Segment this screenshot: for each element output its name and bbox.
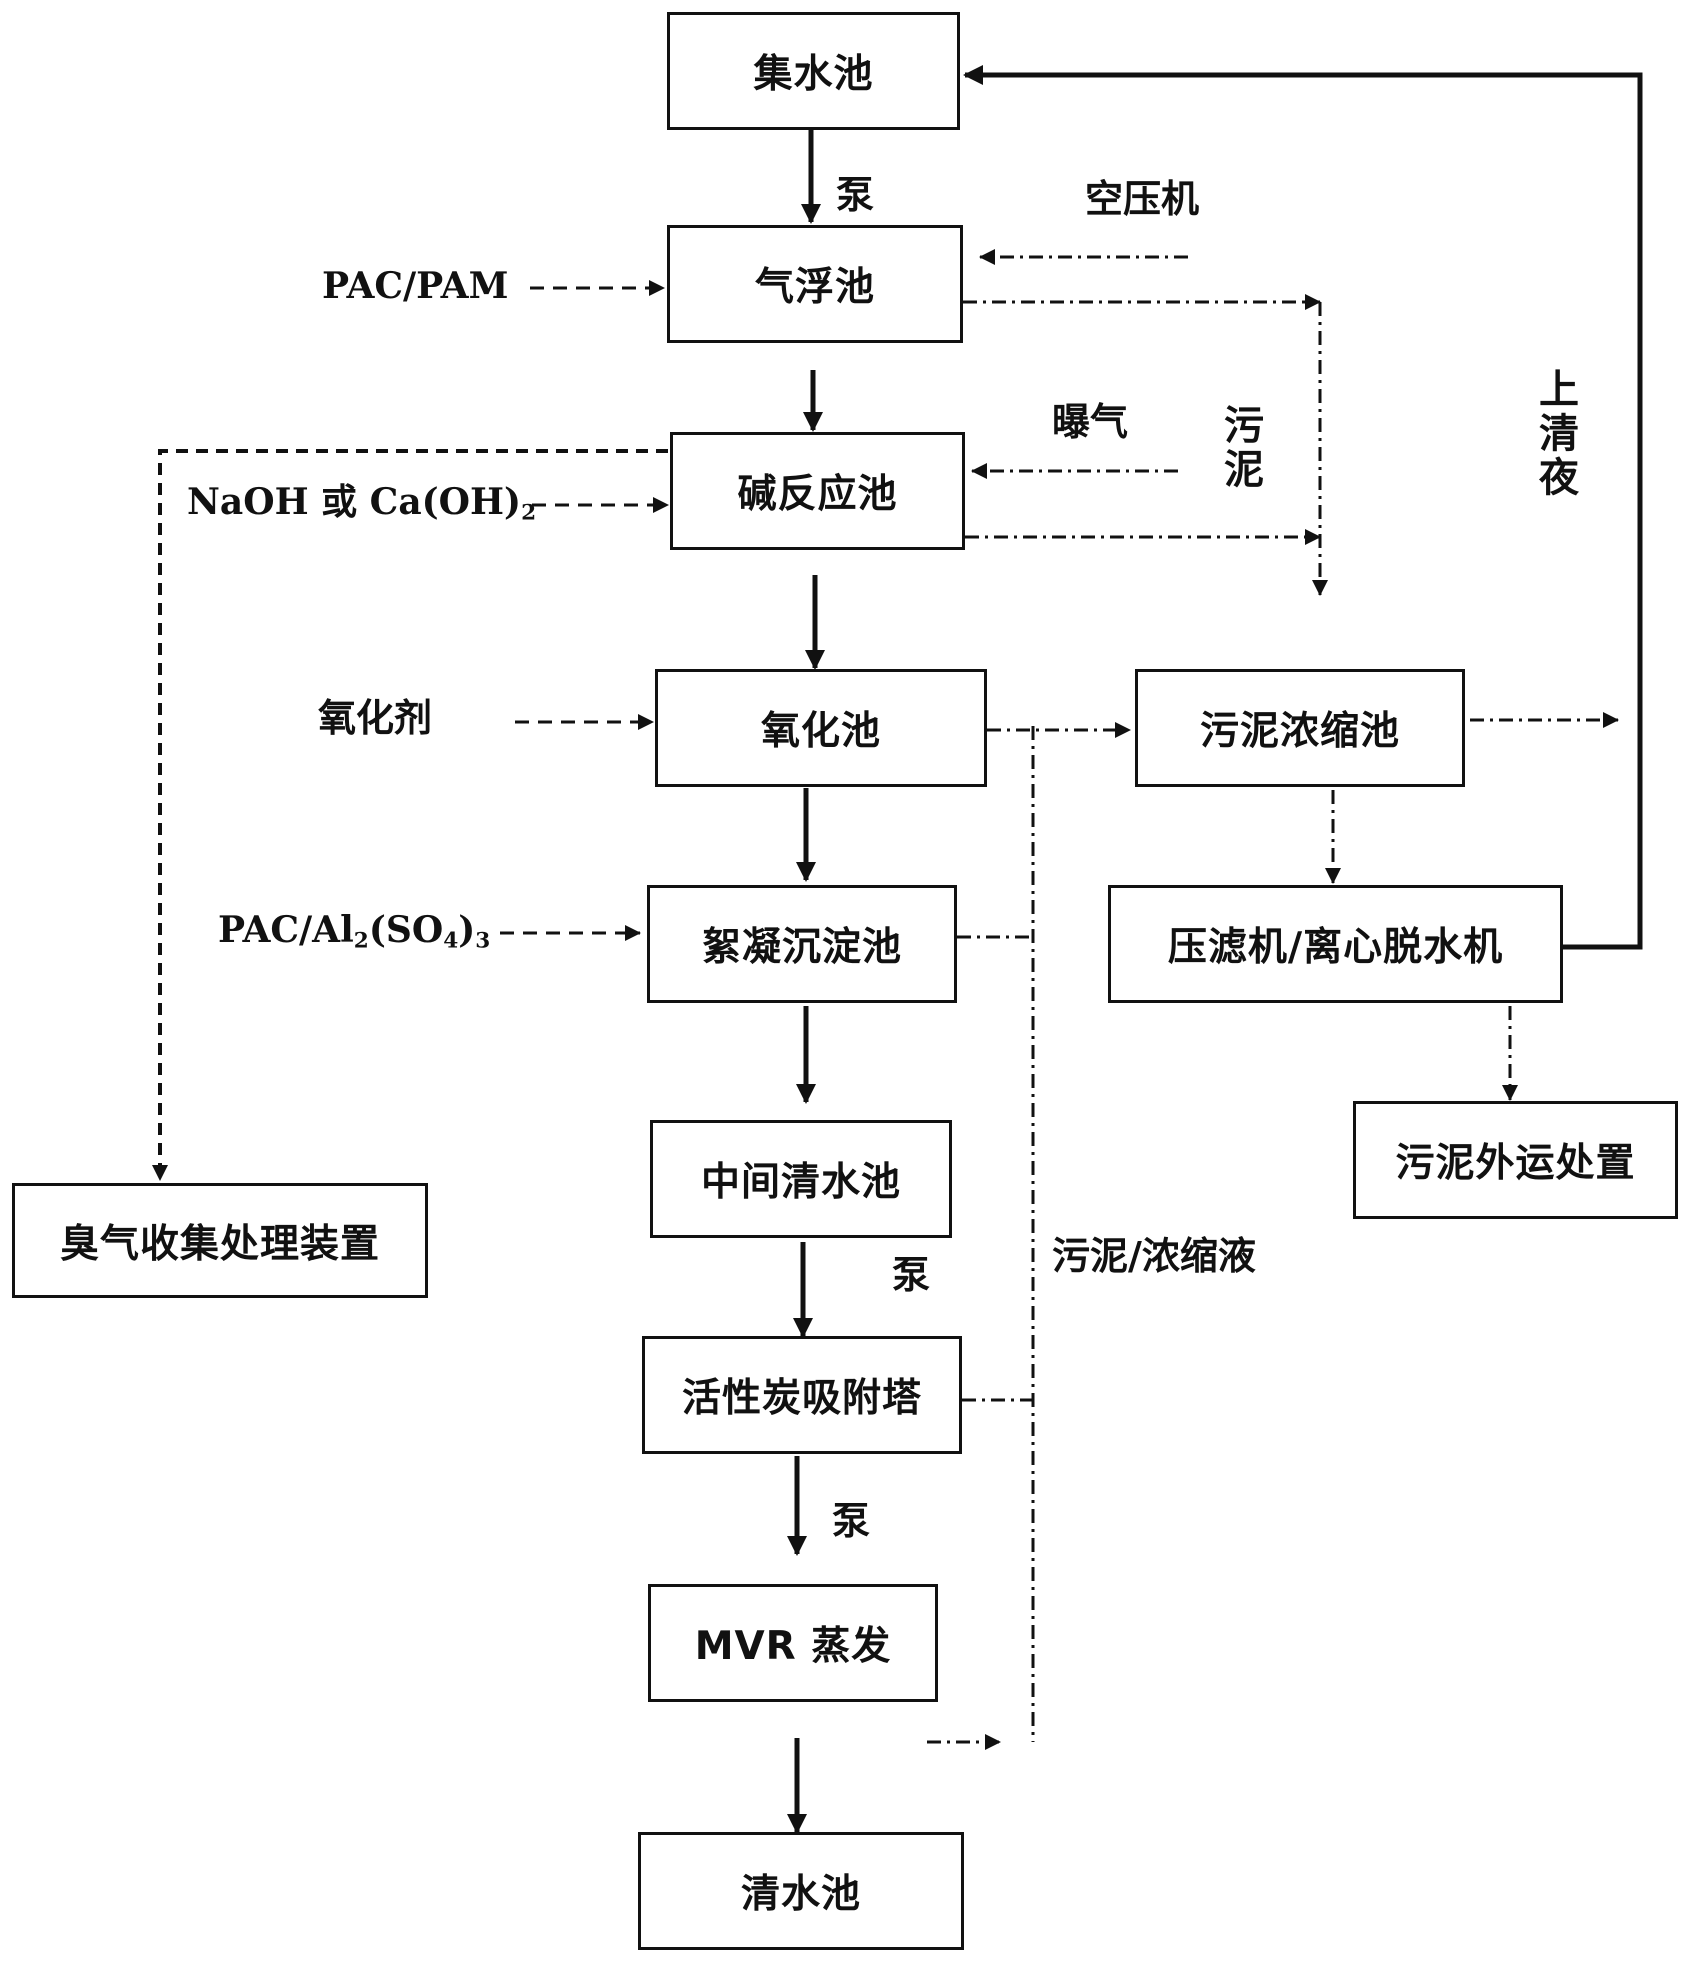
- aeration-label: 曝气: [1052, 400, 1129, 444]
- pac-al-sub-1: 2: [353, 928, 369, 954]
- odor-device-box: 臭气收集处理装置: [12, 1183, 428, 1298]
- pac-al-text-1: PAC/Al: [218, 909, 354, 951]
- mvr-evaporation-label: MVR 蒸发: [694, 1624, 892, 1669]
- clear-water-tank-box: 清水池: [638, 1832, 964, 1950]
- sludge-vertical-char-1: 污: [1224, 403, 1264, 449]
- alkali-reaction-tank-box: 碱反应池: [670, 432, 965, 550]
- pac-pam-label: PAC/PAM: [322, 265, 509, 307]
- reagent-feed-arrows: [500, 280, 669, 941]
- sludge-flow-lines: [927, 294, 1619, 1750]
- supernatant-vertical-label: 上 清 夜: [1537, 368, 1581, 500]
- oxidant-label: 氧化剂: [318, 696, 433, 740]
- oxidation-tank-label: 氧化池: [760, 709, 881, 754]
- odor-device-label: 臭气收集处理装置: [59, 1221, 380, 1267]
- supernatant-vertical-char-3: 夜: [1539, 455, 1579, 501]
- alkali-reaction-tank-label: 碱反应池: [737, 472, 898, 517]
- carbon-tower-box: 活性炭吸附塔: [642, 1336, 962, 1454]
- filter-press-label: 压滤机/离心脱水机: [1167, 925, 1504, 970]
- flotation-tank-label: 气浮池: [754, 265, 875, 310]
- intermediate-tank-label: 中间清水池: [700, 1160, 901, 1205]
- air-input-arrows: [971, 249, 1188, 479]
- sludge-disposal-label: 污泥外运处置: [1395, 1141, 1636, 1186]
- sludge-disposal-box: 污泥外运处置: [1353, 1101, 1678, 1219]
- oxidation-tank-box: 氧化池: [655, 669, 987, 787]
- main-flow-arrows: [787, 130, 825, 1834]
- collection-tank-box: 集水池: [667, 12, 960, 130]
- sludge-thickener-box: 污泥浓缩池: [1135, 669, 1465, 787]
- pac-al-sub-3: 3: [475, 928, 491, 954]
- supernatant-return-line: [963, 65, 1643, 950]
- air-compressor-label: 空压机: [1085, 177, 1200, 221]
- sludge-vertical-char-2: 泥: [1224, 447, 1264, 493]
- mvr-evaporation-box: MVR 蒸发: [648, 1584, 938, 1702]
- flocculation-tank-box: 絮凝沉淀池: [647, 885, 957, 1003]
- carbon-tower-label: 活性炭吸附塔: [681, 1376, 922, 1421]
- supernatant-vertical-char-1: 上: [1539, 367, 1579, 413]
- pac-al-text-3: ): [458, 909, 476, 951]
- sludge-concentrate-label: 污泥/浓缩液: [1052, 1234, 1256, 1278]
- pump-label-3: 泵: [832, 1499, 871, 1543]
- pac-al-text-2: (SO: [368, 909, 444, 951]
- collection-tank-label: 集水池: [753, 52, 874, 97]
- sludge-thickener-label: 污泥浓缩池: [1199, 709, 1400, 754]
- naoh-label-text: NaOH 或 Ca(OH): [187, 481, 522, 523]
- naoh-label-subscript: 2: [521, 500, 537, 526]
- naoh-label: NaOH 或 Ca(OH)2: [187, 484, 536, 524]
- pac-al-sub-2: 4: [443, 928, 459, 954]
- pac-al-label: PAC/Al2(SO4)3: [218, 912, 490, 952]
- pump-label-1: 泵: [836, 173, 875, 217]
- supernatant-vertical-char-2: 清: [1539, 411, 1579, 457]
- flocculation-tank-label: 絮凝沉淀池: [701, 925, 902, 970]
- pump-label-2: 泵: [892, 1253, 931, 1297]
- odor-collection-line: [152, 449, 668, 1181]
- clear-water-tank-label: 清水池: [740, 1872, 861, 1917]
- filter-press-box: 压滤机/离心脱水机: [1108, 885, 1563, 1003]
- intermediate-tank-box: 中间清水池: [650, 1120, 952, 1238]
- sludge-vertical-label: 污 泥: [1222, 404, 1266, 492]
- flotation-tank-box: 气浮池: [667, 225, 963, 343]
